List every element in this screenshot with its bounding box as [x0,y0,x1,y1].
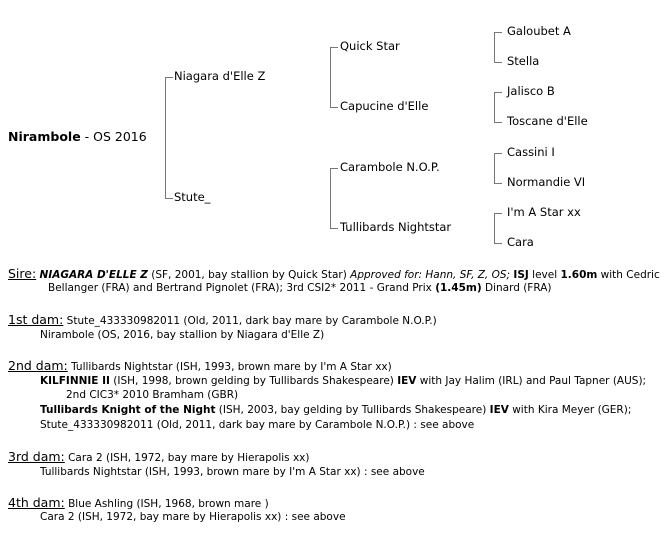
offspring: Nirambole (OS, 2016, bay stallion by Nia… [40,329,325,341]
offspring-name: Tullibards Knight of the Night [40,404,216,416]
text: Bellanger (FRA) and Bertrand Pignolet (F… [48,282,436,294]
sire-heading: Sire: [8,266,37,281]
text: level [528,269,561,281]
isj: ISJ [513,269,529,281]
tick [165,77,173,78]
gen3-node[interactable]: Toscane d'Elle [507,114,588,128]
root-name: Nirambole [8,129,81,144]
gen3-node[interactable]: Cara [507,235,534,249]
bracket [494,213,495,243]
bracket [330,47,331,107]
text: (ISH, 1998, brown gelding by Tullibards … [109,375,398,387]
offspring: KILFINNIE II (ISH, 1998, brown gelding b… [40,374,646,389]
text: (SF, 2001, bay stallion by Quick Star) [147,269,351,281]
gen2-node[interactable]: Quick Star [340,39,400,53]
dam2-text: Tullibards Nightstar (ISH, 1993, brown m… [67,361,392,373]
iev: IEV [397,375,417,387]
offspring: Tullibards Nightstar (ISH, 1993, brown m… [40,466,425,478]
tick [165,198,173,199]
tick [494,32,502,33]
dam4-text: Blue Ashling (ISH, 1968, brown mare ) [64,498,269,510]
gen2-node[interactable]: Carambole N.O.P. [340,160,440,174]
gen3-node[interactable]: Normandie VI [507,175,586,189]
tick [494,153,502,154]
sire-node[interactable]: Niagara d'Elle Z [174,69,266,83]
offspring: Stute_433330982011 (Old, 2011, dark bay … [40,419,475,431]
dam3-text: Cara 2 (ISH, 1972, bay mare by Hierapoli… [64,452,310,464]
tick [330,107,338,108]
tick [494,122,502,123]
offspring: Cara 2 (ISH, 1972, bay mare by Hierapoli… [40,511,346,523]
dam3-heading: 3rd dam: [8,449,65,464]
tick [494,213,502,214]
bracket [494,153,495,183]
tick [330,168,338,169]
tick [494,243,502,244]
tick [494,62,502,63]
bracket [330,168,331,228]
gen3-node[interactable]: I'm A Star xx [507,205,581,219]
text: 2nd CIC3* 2010 Bramham (GBR) [66,389,239,401]
gen3-node[interactable]: Jalisco B [507,84,555,98]
gen2-node[interactable]: Tullibards Nightstar [340,220,452,234]
bracket [494,32,495,62]
gen3-node[interactable]: Galoubet A [507,24,571,38]
approved-for: Approved for: Hann, SF, Z, OS; [350,269,511,281]
tick [330,47,338,48]
text: (ISH, 2003, bay gelding by Tullibards Sh… [215,404,490,416]
dam4-heading: 4th dam: [8,495,65,510]
offspring-name: KILFINNIE II [40,375,110,387]
dam1-text: Stute_433330982011 (Old, 2011, dark bay … [63,315,437,327]
gen2-node[interactable]: Capucine d'Elle [340,99,429,113]
level: 1.60m [560,269,598,281]
gen3-node[interactable]: Stella [507,54,540,68]
tick [494,92,502,93]
bracket [494,92,495,122]
gen3-node[interactable]: Cassini I [507,145,555,159]
sire-name: NIAGARA D'ELLE Z [39,269,148,281]
text: with Jay Halim (IRL) and Paul Tapner (AU… [416,375,647,387]
dam2-heading: 2nd dam: [8,358,68,373]
bracket [165,77,166,198]
root-suffix: - OS 2016 [80,129,147,144]
iev: IEV [489,404,509,416]
text: Dinard (FRA) [481,282,552,294]
offspring: Tullibards Knight of the Night (ISH, 200… [40,403,631,418]
text: with Cedric [597,269,660,281]
tick [330,228,338,229]
gp-height: (1.45m) [435,282,482,294]
tick [494,183,502,184]
dam1-heading: 1st dam: [8,312,64,327]
root-horse: Nirambole - OS 2016 [8,130,147,144]
text: with Kira Meyer (GER); [508,404,632,416]
dam-node[interactable]: Stute_ [174,190,211,204]
